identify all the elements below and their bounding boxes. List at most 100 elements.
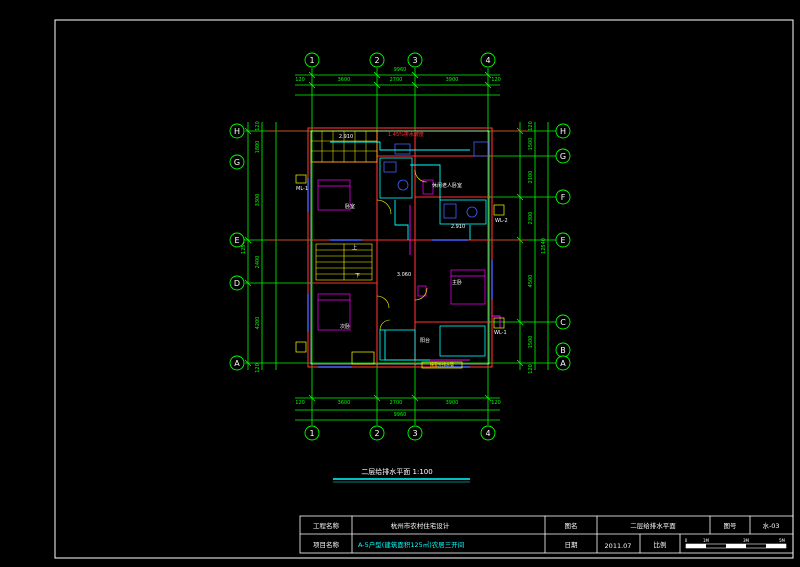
dim-bottom-span-3: 3900 [446,400,459,406]
dim-bottom-total: 9960 [394,412,407,418]
stair-down-label: 下 [355,273,360,279]
axis-row-left-d: D [234,279,240,288]
scale-tick-1: 1M [703,538,710,543]
room-bedroom-a: 卧室 [345,203,355,210]
axis-row-right-b: B [560,346,566,355]
axis-row-right-e: E [560,236,565,245]
axis-col-bottom-4: 4 [485,429,490,438]
doors [376,169,428,331]
dim-bottom-edge-left: 120 [295,400,305,406]
equipment-marks [295,174,505,369]
tb-number-label: 图号 [724,522,738,530]
balcony-hatch [310,130,378,163]
riser-wl2: WL-2 [495,218,508,224]
dim-bottom-span-2: 2700 [390,400,403,406]
dim-left-seg-6: 120 [255,363,261,373]
dim-left-seg-2: 1800 [255,141,261,154]
pipe-slope-note: 1.45%排水坡度 [388,131,424,138]
staircase [315,243,373,281]
dim-top-edge-right: 120 [491,77,501,83]
dim-right-seg-6: 1500 [528,336,534,349]
axis-bubbles [229,52,571,441]
riser-wl1: WL-1 [494,330,507,336]
axis-row-right-c: C [560,318,566,327]
tb-project-label: 工程名称 [313,521,340,530]
dim-bottom-edge-right: 120 [491,400,501,406]
furniture [317,179,486,331]
dim-right-seg-1: 120 [528,121,534,131]
top-dimension-labels: 120 3600 2700 3900 120 9960 [295,67,501,83]
tb-drawing-name-value: 二层给排水平面 [630,521,676,530]
left-dimension-labels: 120 1800 3300 2400 4200 120 12540 [241,121,261,373]
room-elderly: 休闲老人卧室 [432,182,462,189]
axis-row-right-h: H [560,127,566,136]
axis-labels: 1 2 3 4 1 2 3 4 H G E D A H G F E C B A [234,56,566,438]
tb-item-label: 项目名称 [313,540,340,549]
axis-col-bottom-2: 2 [374,429,379,438]
tb-project-value: 杭州市农村住宅设计 [391,521,450,530]
riser-ml1: ML-1 [296,186,308,192]
dim-top-span-1: 3600 [338,77,351,83]
axis-row-left-h: H [234,127,240,136]
drawing-title: 二层给排水平面 1:100 [361,467,432,476]
tb-date-value: 2011.07 [605,542,632,550]
tb-number-value: 水-03 [762,521,779,530]
title-block-grid [299,515,794,554]
scale-tick-5: 5M [779,538,786,543]
dim-right-seg-3: 2100 [528,171,534,184]
axis-row-left-e: E [234,236,239,245]
dim-right-seg-5: 4500 [528,275,534,288]
stair-up-label: 上 [352,244,357,251]
dim-right-seg-7: 120 [528,364,534,374]
dim-left-seg-5: 4200 [255,317,261,330]
axis-col-top-2: 2 [374,56,379,65]
bath-span-label: 2.910 [451,224,465,230]
bottom-dimension-labels: 120 3600 2700 3900 120 9960 [295,400,501,418]
outlet-note: 接室外排水管 [430,361,454,367]
axis-row-right-f: F [561,193,566,202]
dim-top-edge-left: 120 [295,77,305,83]
room-master-bedroom: 主卧 [452,279,462,286]
scale-tick-3: 3M [743,538,750,543]
tb-item-value: A-5户型(建筑面积125㎡)农居三开间 [358,540,464,549]
dim-top-span-2: 2700 [390,77,403,83]
dim-left-seg-4: 2400 [255,256,261,269]
axis-col-bottom-1: 1 [309,429,314,438]
room-balcony: 阳台 [420,337,430,344]
windows [307,178,493,368]
title-block-text: 工程名称 杭州市农村住宅设计 项目名称 A-5户型(建筑面积125㎡)农居三开间… [313,521,780,550]
axis-row-left-a: A [234,359,240,368]
dim-top-span-3: 3900 [446,77,459,83]
room-bedroom-b: 次卧 [340,323,350,330]
scale-tick-0: 0 [685,538,688,543]
dim-right-total: 12540 [541,238,547,254]
drain-pipes [409,205,501,361]
sheet-frame [54,19,794,559]
axis-col-bottom-3: 3 [412,429,417,438]
axis-row-right-g: G [560,152,566,161]
axis-extension-red [268,130,528,241]
axis-row-right-a: A [560,359,566,368]
dim-right-seg-4: 2300 [528,212,534,225]
dim-bottom-span-1: 3600 [338,400,351,406]
dimension-lines [245,68,560,425]
dim-left-seg-3: 3300 [255,194,261,207]
water-pipes [330,141,471,361]
plan-labels: 1.45%排水坡度 2.910 2.910 3.060 卧室 次卧 主卧 阳台 … [296,131,508,367]
axis-col-top-4: 4 [485,56,490,65]
walls [307,127,493,368]
balcony-span-label: 2.910 [339,134,353,140]
dimension-ticks [244,71,524,402]
tb-date-label: 日期 [565,541,579,549]
axis-col-top-1: 1 [309,56,314,65]
dim-left-seg-1: 120 [255,121,261,131]
axis-row-left-g: G [234,158,240,167]
plumbing-fixtures [379,141,489,361]
elevation-label: 3.060 [397,272,411,278]
tb-scale-label: 比例 [654,540,667,549]
tb-drawing-name-label: 图名 [565,521,578,530]
dim-left-total: 12540 [241,238,247,254]
dim-top-total: 9960 [394,67,407,73]
axis-col-top-3: 3 [412,56,417,65]
